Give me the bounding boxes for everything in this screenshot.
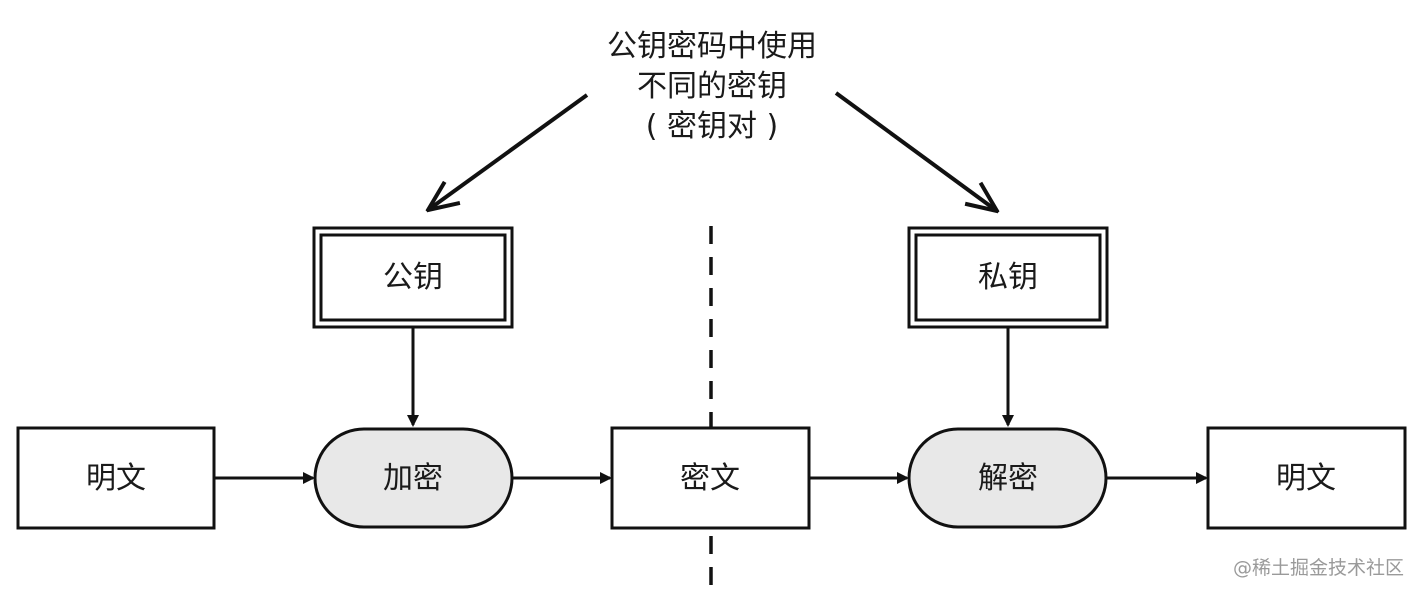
decrypt-process: 解密 <box>907 427 1108 529</box>
plaintext-output-label: 明文 <box>1276 461 1336 496</box>
plaintext-input-label: 明文 <box>86 461 146 496</box>
ciphertext-label: 密文 <box>680 461 740 496</box>
encrypt-label: 加密 <box>383 461 443 496</box>
encrypt-process: 加密 <box>313 427 514 529</box>
annotation-arrow-to-private-key <box>834 91 997 211</box>
annotation-line-1: 公钥密码中使用 <box>607 29 817 64</box>
private-key-box: 私钥 <box>907 226 1109 329</box>
watermark: @稀土掘金技术社区 <box>1233 557 1404 579</box>
annotation: 公钥密码中使用 不同的密钥 ( 密钥对 ) <box>607 29 817 144</box>
annotation-line-3: ( 密钥对 ) <box>646 109 778 144</box>
decrypt-label: 解密 <box>978 461 1038 496</box>
annotation-arrow-to-public-key <box>428 93 589 210</box>
ciphertext-box: 密文 <box>610 426 811 530</box>
plaintext-output-box: 明文 <box>1206 426 1407 530</box>
plaintext-input-box: 明文 <box>16 426 216 530</box>
public-key-box: 公钥 <box>312 226 514 329</box>
private-key-label: 私钥 <box>978 260 1038 295</box>
annotation-line-2: 不同的密钥 <box>637 69 787 104</box>
public-key-label: 公钥 <box>383 260 443 295</box>
